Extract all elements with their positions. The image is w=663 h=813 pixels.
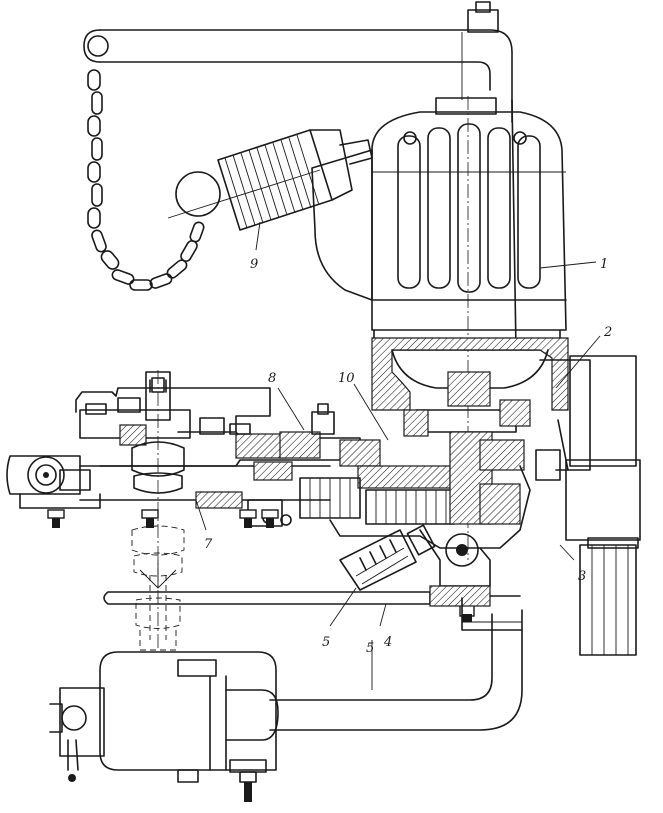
chain xyxy=(87,69,205,291)
callout-9: 9 xyxy=(250,257,258,272)
leader-lines xyxy=(195,221,601,690)
callout-2: 2 xyxy=(603,325,612,340)
overhead-arm xyxy=(83,1,517,351)
callout-10: 10 xyxy=(338,371,355,386)
spring-hose xyxy=(167,129,373,231)
spring-cutter xyxy=(339,524,491,591)
lever-arm xyxy=(6,403,531,549)
callout-5-cutter: 5 xyxy=(322,635,330,650)
callout-8: 8 xyxy=(268,371,276,386)
lower-clamp xyxy=(49,651,279,802)
bent-pipe xyxy=(269,597,523,731)
gearbox-housing xyxy=(371,337,641,656)
rod xyxy=(103,585,521,607)
callout-3: 3 xyxy=(578,569,586,584)
callout-labels: 1 2 3 4 5 5 7 8 9 10 xyxy=(204,257,612,656)
callout-1: 1 xyxy=(600,257,608,272)
callout-4: 4 xyxy=(383,635,392,650)
callout-5-pipe: 5 xyxy=(366,641,374,656)
callout-7: 7 xyxy=(204,537,213,552)
